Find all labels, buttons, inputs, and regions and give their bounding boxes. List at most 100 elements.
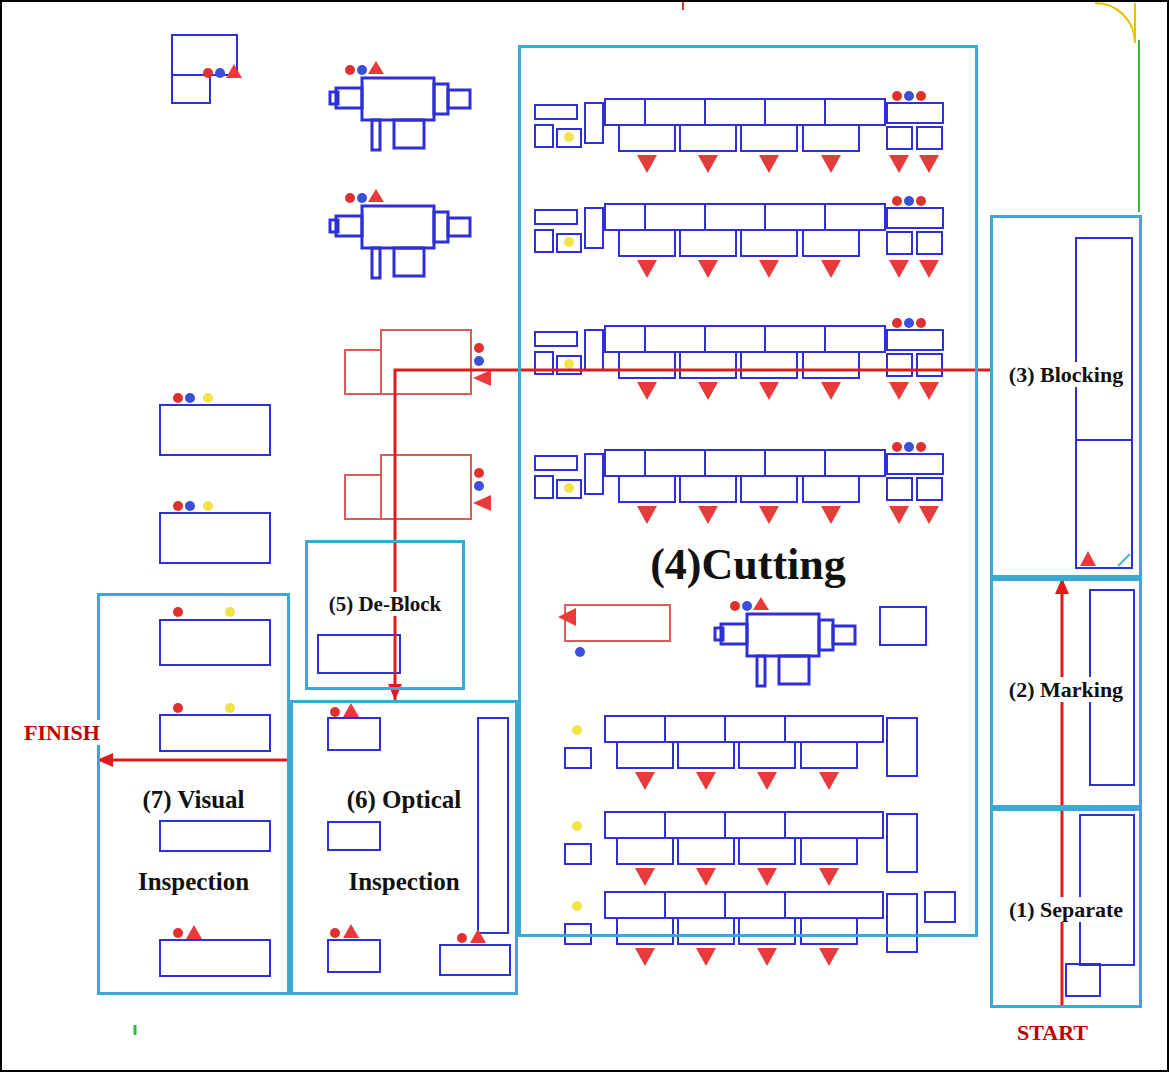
- equipment-drawing: [185, 393, 195, 403]
- flow-arrow: [388, 370, 990, 700]
- equipment-drawing: [535, 91, 943, 173]
- process-area: (7) Visual Inspection: [97, 593, 290, 995]
- equipment-drawing: [134, 1025, 137, 1035]
- process-area: (2) Marking: [990, 578, 1142, 808]
- equipment-drawing: [330, 707, 340, 717]
- equipment-drawing: [565, 716, 917, 790]
- equipment-drawing: [160, 620, 270, 665]
- area-title: (1) Separate: [1007, 897, 1125, 922]
- equipment-drawing: [203, 501, 213, 511]
- area-title: (4)Cutting: [648, 540, 848, 589]
- equipment-drawing: [1080, 815, 1134, 965]
- equipment-drawing: [558, 608, 576, 626]
- equipment-drawing: [160, 513, 270, 563]
- equipment-drawing: [682, 2, 684, 10]
- area-title: (6) Optical Inspection: [345, 786, 464, 895]
- equipment-drawing: [330, 189, 470, 278]
- process-area: (3) Blocking: [990, 215, 1142, 578]
- equipment-drawing: [880, 607, 926, 645]
- equipment-drawing: [1095, 3, 1135, 43]
- equipment-drawing: [343, 703, 359, 717]
- equipment-drawing: [575, 647, 585, 657]
- equipment-drawing: [172, 35, 237, 75]
- equipment-drawing: [173, 607, 183, 617]
- equipment-drawing: [470, 929, 486, 943]
- equipment-drawing: [1080, 551, 1096, 566]
- area-label: (5) De-Block: [308, 592, 462, 617]
- flow-line: [1061, 578, 1064, 1008]
- area-title: (7) Visual Inspection: [136, 786, 251, 895]
- equipment-drawing: [225, 607, 235, 617]
- equipment-drawing: [1066, 238, 1134, 996]
- area-label: (1) Separate: [993, 897, 1139, 923]
- equipment-drawing: [160, 821, 270, 851]
- flow-label: START: [1015, 1020, 1090, 1045]
- area-title: (3) Blocking: [1007, 362, 1125, 387]
- area-title: (2) Marking: [1007, 677, 1125, 702]
- equipment-drawing: [173, 928, 183, 938]
- process-area: (5) De-Block: [305, 540, 465, 690]
- equipment-drawing: [225, 703, 235, 713]
- equipment-drawing: [535, 442, 943, 524]
- equipment-drawing: [1134, 3, 1136, 43]
- equipment-drawing: [160, 405, 270, 455]
- equipment-drawing: [318, 635, 400, 673]
- process-area: (1) Separate: [990, 808, 1142, 1008]
- equipment-drawing: [715, 597, 855, 686]
- equipment-drawing: [440, 945, 510, 975]
- equipment-drawing: [203, 68, 213, 78]
- area-label: (6) Optical Inspection: [319, 759, 489, 923]
- equipment-drawing: [925, 892, 955, 922]
- equipment-drawing: [185, 501, 195, 511]
- equipment-drawing: [565, 892, 917, 966]
- equipment-drawing: [328, 940, 380, 972]
- flow-arrow: [1055, 578, 1069, 1008]
- equipment-drawing: [172, 75, 210, 103]
- flow-label: FINISH: [22, 720, 102, 745]
- equipment-drawing: [478, 718, 508, 933]
- equipment-drawing: [173, 703, 183, 713]
- process-area: (6) Optical Inspection: [290, 700, 518, 995]
- equipment-drawing: [226, 64, 242, 78]
- equipment-drawing: [565, 812, 917, 886]
- flow-line: [97, 759, 290, 762]
- equipment-drawing: [535, 318, 943, 400]
- area-label: (3) Blocking: [993, 362, 1139, 388]
- equipment-drawing: [318, 635, 510, 975]
- equipment-drawing: [203, 393, 213, 403]
- equipment-drawing: [330, 61, 470, 150]
- equipment-drawing: [328, 718, 380, 750]
- equipment-drawing: [215, 68, 225, 78]
- equipment-drawing: [1066, 964, 1100, 996]
- flow-label-holder: FINISH: [22, 720, 102, 746]
- equipment-drawing: [1138, 40, 1140, 212]
- area-label: (7) Visual Inspection: [109, 759, 279, 923]
- equipment-drawing: [173, 501, 183, 511]
- equipment-drawing: [1118, 554, 1130, 566]
- arrow-head: [388, 684, 402, 700]
- flow-label-holder: START: [1015, 1020, 1090, 1046]
- equipment-drawing: [330, 928, 340, 938]
- equipment-drawing: [457, 933, 467, 943]
- equipment-drawing: [328, 822, 380, 850]
- equipment-drawing: [345, 455, 491, 519]
- equipment-drawing: [345, 330, 491, 394]
- area-label: (4)Cutting: [521, 539, 975, 592]
- equipment-drawing: [343, 924, 359, 938]
- equipment-drawing: [160, 940, 270, 976]
- process-area: (4)Cutting: [518, 45, 978, 937]
- equipment-drawing: [565, 605, 670, 641]
- equipment-drawing: [1076, 439, 1132, 441]
- equipment-drawing: [172, 35, 237, 103]
- flow-arrow: [97, 753, 290, 767]
- area-label: (2) Marking: [993, 677, 1139, 703]
- flow-line: [395, 370, 990, 700]
- equipment-drawing: [535, 196, 943, 278]
- area-title: (5) De-Block: [327, 592, 444, 616]
- equipment-drawing: [160, 715, 270, 751]
- equipment-drawing: [1076, 238, 1132, 568]
